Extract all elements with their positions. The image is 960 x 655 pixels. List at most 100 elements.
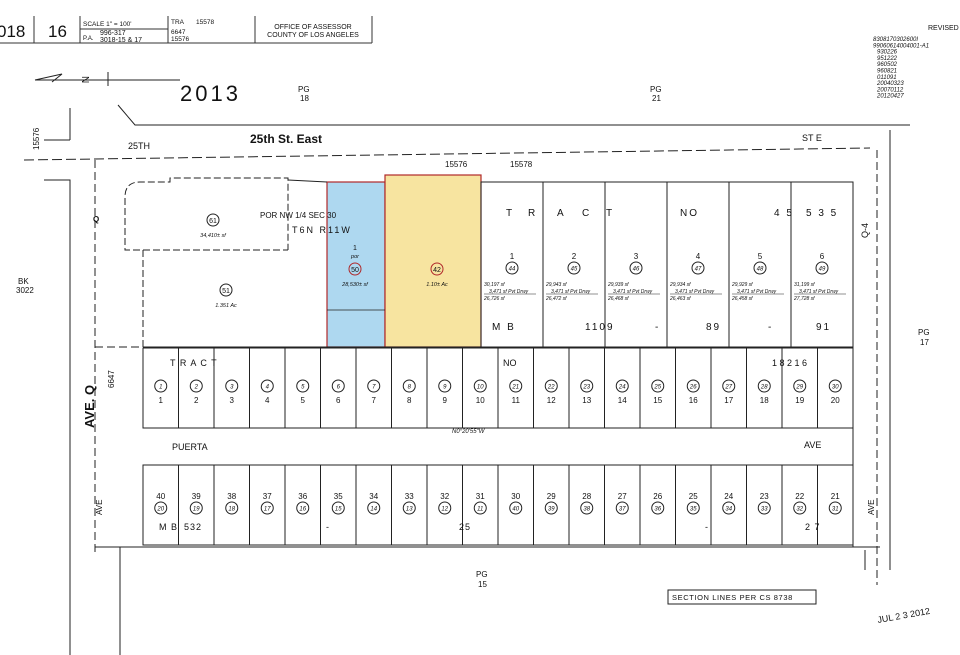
parcel-number: 10 [477, 385, 484, 391]
lot-30[interactable] [497, 464, 534, 546]
lower-tract-label: T R A C T [170, 358, 218, 368]
lot-number: 34 [369, 492, 378, 501]
parcel-number: 40 [512, 507, 519, 513]
puerta-ave-label: AVE [804, 440, 821, 450]
lot-32[interactable] [426, 464, 463, 546]
lot-20[interactable] [817, 347, 854, 429]
parcel-number: 27 [724, 385, 732, 391]
puerta-label: PUERTA [172, 442, 208, 452]
upper-mb-ref: M B [492, 322, 516, 333]
parcel-number: 4 [266, 385, 270, 391]
parcel-circle [402, 501, 416, 515]
upper-parcel-number: 44 [509, 267, 516, 273]
lot-number: 20 [831, 396, 840, 405]
tra-main: 15578 [196, 19, 214, 26]
lower-tract-south-row: 4020391938183717361635153414331332123111… [142, 464, 854, 546]
upper-lot-area: 29,934 sf [669, 282, 691, 288]
lot-21[interactable] [817, 464, 854, 546]
parcel-51-number: 51 [222, 288, 230, 295]
parcel-circle [828, 379, 842, 393]
north-arrow: N [34, 72, 180, 86]
lot-24[interactable] [710, 464, 747, 546]
upper-lot-net-area: 27,728 sf [793, 296, 815, 302]
ave-q-highlight: AVE. Q [82, 385, 97, 428]
parcel-number: 25 [653, 385, 661, 391]
revision-entry: 8308170302600I [873, 37, 918, 43]
lot-39[interactable] [178, 464, 215, 546]
upper-parcel-number: 48 [757, 267, 764, 273]
parcel-42-highlight[interactable] [384, 174, 482, 348]
upper-lot-area: 29,939 sf [607, 282, 629, 288]
parcel-circle [189, 379, 203, 393]
parcel-circle [757, 379, 771, 393]
upper-lot-net-area: 26,468 sf [607, 296, 629, 302]
block-ref-number: 3022 [16, 286, 34, 295]
upper-parcel-circle [505, 261, 519, 275]
lot-25[interactable] [675, 464, 712, 546]
lot-35[interactable] [320, 464, 357, 546]
lot-37[interactable] [249, 464, 286, 546]
lot-number: 8 [407, 396, 412, 405]
lot-31[interactable] [462, 464, 499, 546]
parcel-number: 39 [548, 507, 555, 513]
lot-28[interactable] [568, 464, 605, 546]
lot-number: 30 [511, 492, 520, 501]
upper-mb-ref: 89 [706, 322, 721, 333]
lot-40[interactable] [142, 464, 179, 546]
upper-lot-easement: 3,471 sf Pvt Drwy [737, 289, 777, 295]
lot-number: 19 [795, 396, 804, 405]
lot-38[interactable] [213, 464, 250, 546]
parcel-61-number: 61 [209, 218, 217, 225]
upper-parcel-number: 45 [571, 267, 578, 273]
street-ste-label: ST E [802, 133, 822, 143]
lower-tract-label: 1 8 2 1 6 [772, 358, 807, 368]
street-25th-label: 25TH [128, 141, 150, 151]
upper-lot-5[interactable] [728, 181, 792, 348]
lot-33[interactable] [391, 464, 428, 546]
street-lines [23, 104, 910, 655]
lot-number: 4 [265, 396, 270, 405]
lot-number: 7 [372, 396, 377, 405]
parcel-50-highlight[interactable] [326, 181, 386, 348]
lower-mb-ref: 532 [184, 522, 202, 532]
lot-23[interactable] [746, 464, 783, 546]
parcel-number: 33 [761, 507, 768, 513]
parcel-circle [615, 379, 629, 393]
lot-34[interactable] [355, 464, 392, 546]
lot-number: 6 [336, 396, 341, 405]
upper-lot-area: 29,943 sf [545, 282, 567, 288]
lot-22[interactable] [781, 464, 818, 546]
section-note-box [667, 589, 817, 605]
lot-26[interactable] [639, 464, 676, 546]
pg21-number: 21 [652, 94, 661, 103]
pg18-number: 18 [300, 94, 309, 103]
lot-27[interactable] [604, 464, 641, 546]
lower-mb-ref: M B [159, 522, 178, 532]
lot-29[interactable] [533, 464, 570, 546]
upper-lot-number: 2 [572, 252, 577, 261]
upper-lot-6[interactable] [790, 181, 854, 348]
parcel-number: 35 [690, 507, 697, 513]
parcel-51-area: 1.351 Ac [215, 303, 237, 309]
tra-15576: 15576 [445, 160, 468, 169]
parcel-circle [544, 501, 558, 515]
upper-mb-ref: - [655, 322, 660, 333]
upper-lot-easement: 3,471 sf Pvt Drwy [799, 289, 839, 295]
upper-tract-label: NO [680, 208, 699, 219]
parcel-number: 32 [796, 507, 803, 513]
pg17-label: PG [918, 328, 930, 337]
tra-15576-left: 15576 [32, 127, 41, 150]
parcel-number: 37 [619, 507, 626, 513]
upper-tract-label: R [528, 208, 537, 219]
parcel-circle [473, 379, 487, 393]
lot-36[interactable] [284, 464, 321, 546]
parcel-number: 26 [689, 385, 697, 391]
parcel-circle [651, 379, 665, 393]
parcel-circle [154, 379, 168, 393]
pg15-number: 15 [478, 580, 487, 589]
parcel-circle [367, 501, 381, 515]
upper-lot-easement: 3,471 sf Pvt Drwy [489, 289, 529, 295]
parcel-circle [757, 501, 771, 515]
revised-label: REVISED [928, 25, 959, 32]
